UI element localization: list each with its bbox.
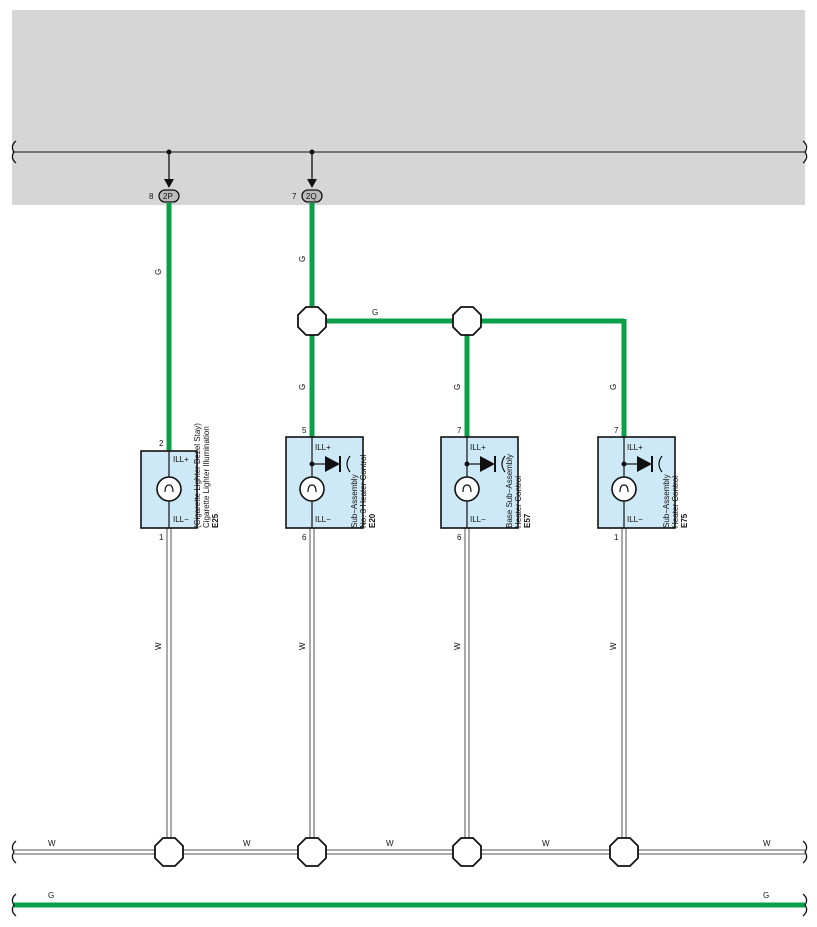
wire-label-g-e20: G [298,384,307,390]
wire-label-g-branch: G [372,308,378,317]
e75-id: E75 [680,513,689,528]
e20-pin-top: 5 [302,426,307,435]
e25-term-top: ILL+ [173,455,189,464]
break-mark-left-white [11,840,17,864]
e75-led-icon [637,456,652,472]
component-e75: ILL+ ILL− 7 1 E75 Heater Control Sub−Ass… [597,426,689,542]
wire-label-w-e20: W [298,642,307,650]
wire-label-g-e25: G [154,269,163,275]
wire-label-w-bus-1: W [48,839,56,848]
connector-2p-code: 2P [163,192,173,201]
e20-name-2: Sub−Assembly [350,474,359,528]
e57-term-top: ILL+ [470,443,486,452]
e75-term-top: ILL+ [627,443,643,452]
component-e57: ILL+ ILL− 7 6 E57 Heater Control Base Su… [440,426,532,542]
e25-lamp-icon [156,476,182,502]
e25-name-2: (Cigarette Lighter Bezel Stay) [193,423,202,528]
e75-name-2: Sub−Assembly [662,474,671,528]
e20-lamp-icon [299,476,325,502]
connector-2q-pin: 7 [292,192,297,201]
break-mark-right-white [802,840,808,864]
wire-label-g-bus-1: G [48,891,54,900]
connector-2p-pin: 8 [149,192,154,201]
e57-id: E57 [523,513,532,528]
e20-term-top: ILL+ [315,443,331,452]
e57-lamp-icon [454,476,480,502]
component-e20: ILL+ ILL− 5 6 E20 No. 3 Heater Control S… [285,426,377,542]
e75-term-bottom: ILL− [627,515,643,524]
e20-term-bottom: ILL− [315,515,331,524]
e57-pin-top: 7 [457,426,462,435]
wire-label-w-e57: W [453,642,462,650]
wire-label-w-bus-4: W [542,839,550,848]
connector-2q: 2Q 7 [292,149,323,203]
junction-white-4 [609,837,639,867]
junction-green-1 [297,306,327,336]
e25-pin-bottom: 1 [159,533,164,542]
e25-term-bottom: ILL− [173,515,189,524]
component-e25: ILL+ ILL− 2 1 E25 Cigarette Lighter Illu… [140,423,220,542]
e57-led-icon [480,456,495,472]
wire-label-w-bus-5: W [763,839,771,848]
wire-label-g-bus-2: G [763,891,769,900]
ecu-panel [12,10,805,205]
e20-id: E20 [368,513,377,528]
wire-label-g-2q: G [298,256,307,262]
e25-pin-top: 2 [159,439,164,448]
e75-pin-bottom: 1 [614,533,619,542]
junction-white-1 [154,837,184,867]
wire-label-w-e75: W [609,642,618,650]
wire-label-g-e75: G [609,384,618,390]
junction-green-2 [452,306,482,336]
e25-name-1: Cigarette Lighter Illumination [202,426,211,528]
connector-2p: 2P 8 [149,149,180,203]
e20-pin-bottom: 6 [302,533,307,542]
connector-2q-code: 2Q [306,192,317,201]
e57-pin-bottom: 6 [457,533,462,542]
e57-name-1: Heater Control [514,476,523,528]
e25-id: E25 [211,513,220,528]
wire-label-g-e57: G [453,384,462,390]
e75-lamp-icon [611,476,637,502]
e20-name-1: No. 3 Heater Control [359,454,368,528]
e20-led-icon [325,456,340,472]
e75-pin-top: 7 [614,426,619,435]
e57-term-bottom: ILL− [470,515,486,524]
break-mark-right-top [802,140,808,164]
junction-white-2 [297,837,327,867]
break-mark-right-green [802,893,808,917]
break-mark-left-top [11,140,17,164]
break-mark-left-green [11,893,17,917]
junction-white-3 [452,837,482,867]
e75-name-1: Heater Control [671,476,680,528]
e57-name-2: Base Sub−Assembly [505,454,514,528]
wire-label-w-e25: W [154,642,163,650]
wire-label-w-bus-2: W [243,839,251,848]
wire-label-w-bus-3: W [386,839,394,848]
